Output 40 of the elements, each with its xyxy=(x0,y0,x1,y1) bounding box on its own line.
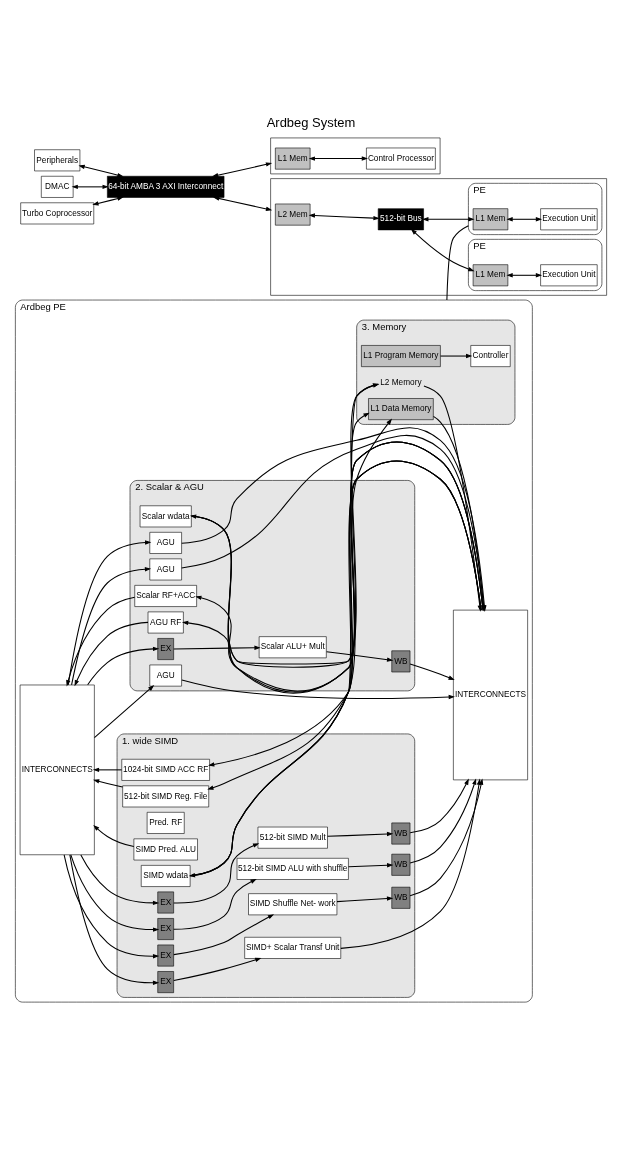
arrow xyxy=(173,913,275,955)
arrow xyxy=(92,767,123,772)
arrow xyxy=(409,778,477,864)
arrow xyxy=(410,228,475,271)
arrow xyxy=(506,272,543,277)
arrow xyxy=(173,957,262,981)
cluster xyxy=(270,137,441,174)
arrow xyxy=(71,184,109,189)
arrow xyxy=(422,216,475,221)
arrow xyxy=(213,195,273,211)
arrow xyxy=(173,878,257,930)
arrow xyxy=(63,853,160,958)
arrow xyxy=(87,646,160,685)
connector xyxy=(446,224,469,301)
arrow xyxy=(409,778,469,833)
arrow xyxy=(440,353,473,358)
arrow xyxy=(340,778,482,949)
arrow xyxy=(78,164,124,177)
arrow xyxy=(66,596,136,686)
cluster xyxy=(270,177,607,296)
arrow xyxy=(336,895,394,902)
arrow xyxy=(308,155,368,161)
arrow xyxy=(92,196,124,205)
arrow xyxy=(173,842,260,903)
arrow xyxy=(506,216,543,221)
arrow xyxy=(80,853,160,905)
arrow xyxy=(409,778,484,896)
arrow xyxy=(211,161,273,177)
arrow xyxy=(348,862,394,867)
arrow xyxy=(327,831,394,837)
arrow xyxy=(93,684,155,738)
arrow xyxy=(93,824,135,847)
arrow xyxy=(71,566,152,685)
arrow xyxy=(67,539,152,685)
arrow xyxy=(74,621,149,686)
arrow xyxy=(93,778,124,788)
arrow xyxy=(308,212,380,220)
diagram-title: Ardbeg System xyxy=(266,114,356,130)
arrow xyxy=(70,853,160,932)
arrow xyxy=(69,853,160,985)
